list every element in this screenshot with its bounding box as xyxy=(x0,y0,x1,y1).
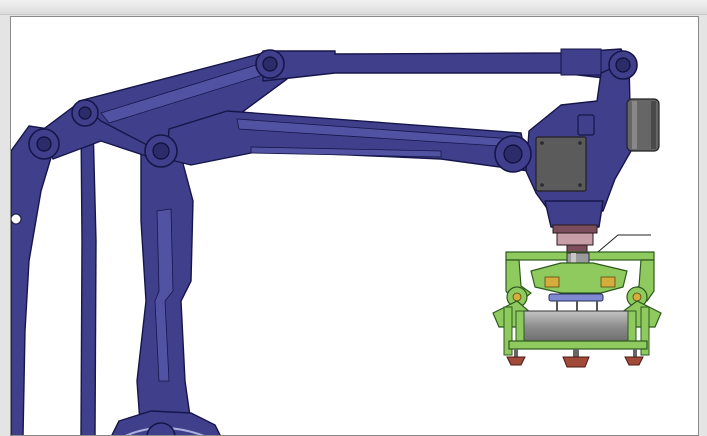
wrist-lower-neck xyxy=(544,200,604,228)
base-column xyxy=(11,125,54,435)
viewer-top-bar xyxy=(0,0,707,15)
suction-cups xyxy=(506,349,644,368)
pivot-turntable xyxy=(146,422,176,435)
lower-link-highlight xyxy=(154,208,174,382)
upper-link-lower-rib xyxy=(250,146,442,158)
wrist-flange xyxy=(552,224,598,254)
motor-cover-plate xyxy=(535,136,587,192)
pivot-joints xyxy=(28,49,638,435)
drive-motor xyxy=(626,98,660,152)
wrist-small-cover xyxy=(577,114,595,136)
drawing-frame xyxy=(10,16,699,436)
parallel-link-tab xyxy=(560,48,602,76)
gripper-bottom-plate xyxy=(508,340,648,350)
callout-leader-line xyxy=(591,234,651,258)
base-turntable xyxy=(111,410,221,435)
vacuum-cylinder xyxy=(515,310,637,342)
rear-vertical-link xyxy=(80,122,97,435)
gripper-rotary-plate xyxy=(548,293,604,302)
gripper-left-arm xyxy=(503,306,513,356)
gripper-right-arm xyxy=(640,306,650,356)
robot-arm xyxy=(11,48,638,435)
gripper-assembly xyxy=(492,251,662,368)
robot-arm-drawing xyxy=(11,48,662,435)
base-pivot-hole xyxy=(11,213,22,225)
plate-bolts xyxy=(540,141,582,187)
